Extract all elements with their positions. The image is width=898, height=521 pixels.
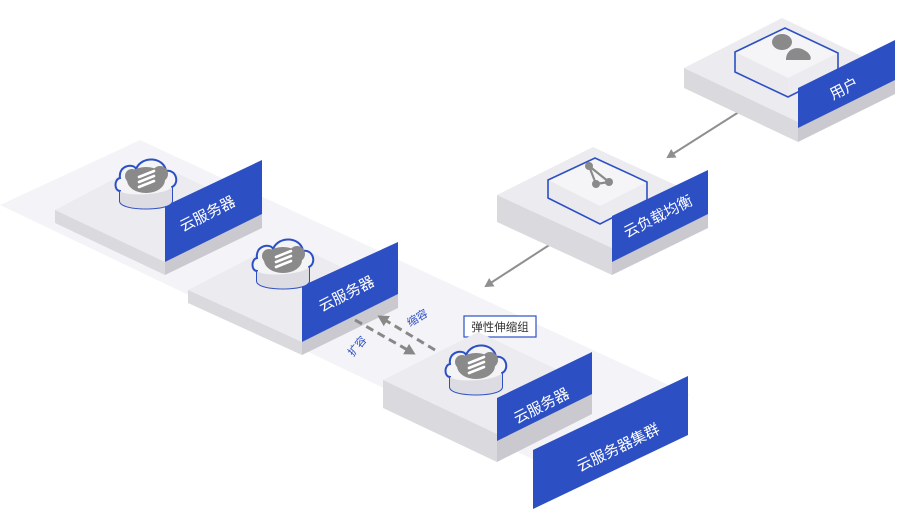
scale-out-arrow (354, 318, 416, 355)
cloud-server-icon (114, 158, 178, 210)
platform-left (188, 290, 302, 355)
platform-left (497, 195, 612, 275)
node-box-left (735, 52, 788, 97)
label-band (302, 242, 398, 342)
server-node-3[interactable]: 云服务器 (383, 332, 592, 462)
server-node-1[interactable]: 云服务器 (55, 158, 262, 275)
platform-left (383, 380, 497, 462)
arrow-user-to-lb (666, 109, 743, 159)
user-group-icon (772, 34, 811, 60)
platform-left (55, 210, 165, 275)
load-balancer-node[interactable]: 云负载均衡 (497, 147, 708, 275)
server-node-2[interactable]: 云服务器 (188, 238, 398, 355)
label-band (612, 170, 708, 262)
node-box-left (548, 180, 600, 224)
label-band (165, 160, 262, 262)
platform-right (302, 294, 398, 355)
label-band (497, 352, 592, 441)
user-node[interactable]: 用户 (684, 18, 895, 142)
platform-left (684, 68, 798, 142)
scaling-group-label: 弹性伸缩组 (471, 320, 529, 334)
platform-right (165, 214, 262, 275)
network-topology-icon (585, 162, 613, 188)
label-band (798, 40, 895, 128)
cloud-server-icon (444, 344, 508, 396)
scaling-group-tag: 弹性伸缩组 (463, 315, 537, 338)
cluster-label-band (533, 376, 688, 509)
scale-in-arrow (377, 315, 436, 352)
cloud-server-icon (251, 238, 315, 290)
arrow-lb-to-cluster (484, 239, 558, 288)
